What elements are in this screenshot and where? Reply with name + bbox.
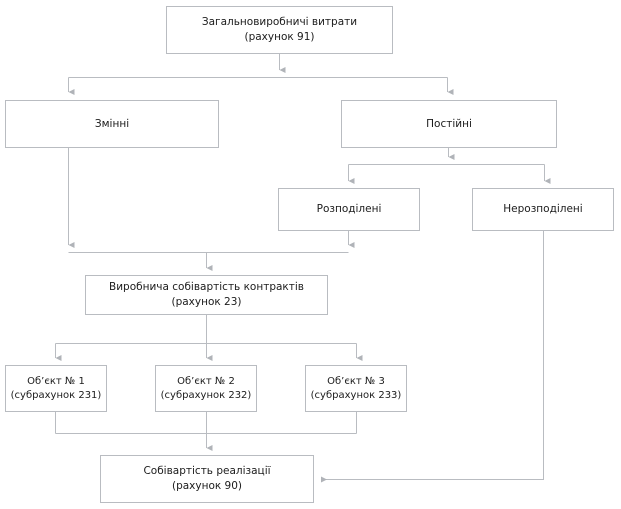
node-variable-costs[interactable]: Змінні (5, 100, 219, 148)
node-object-3-line2: (субрахунок 233) (310, 389, 402, 401)
edge-unallocated-to-cost (321, 231, 544, 483)
node-production-cost-line1: Виробнича собівартість контрактів (109, 281, 304, 293)
node-object-1-line1: Об’єкт № 1 (27, 375, 85, 387)
node-object-3-line1: Об’єкт № 3 (327, 375, 385, 387)
node-object-1[interactable]: Об’єкт № 1 (субрахунок 231) (5, 365, 107, 412)
node-overhead-costs[interactable]: Загальновиробничі витрати (рахунок 91) (166, 6, 393, 54)
node-production-cost-line2: (рахунок 23) (171, 296, 242, 308)
node-fixed-costs-line1: Постійні (426, 117, 472, 130)
node-cost-of-sales[interactable]: Собівартість реалізації (рахунок 90) (100, 455, 314, 503)
node-fixed-costs[interactable]: Постійні (341, 100, 557, 148)
node-overhead-costs-line2: (рахунок 91) (244, 31, 315, 43)
node-cost-of-sales-line2: (рахунок 90) (171, 480, 243, 492)
node-object-2[interactable]: Об’єкт № 2 (субрахунок 232) (155, 365, 257, 412)
node-object-2-line2: (субрахунок 232) (160, 389, 252, 401)
node-allocated-costs[interactable]: Розподілені (278, 188, 420, 231)
node-variable-costs-line1: Змінні (94, 117, 130, 130)
node-overhead-costs-line1: Загальновиробничі витрати (201, 16, 358, 28)
node-production-cost-of-contracts[interactable]: Виробнича собівартість контрактів (рахун… (85, 275, 328, 315)
node-unallocated-costs[interactable]: Нерозподілені (472, 188, 614, 231)
node-unallocated-costs-line1: Нерозподілені (503, 203, 583, 215)
node-object-1-line2: (субрахунок 231) (10, 389, 102, 401)
node-allocated-costs-line1: Розподілені (316, 203, 382, 215)
node-cost-of-sales-line1: Собівартість реалізації (143, 465, 271, 477)
node-object-2-line1: Об’єкт № 2 (177, 375, 235, 387)
node-object-3[interactable]: Об’єкт № 3 (субрахунок 233) (305, 365, 407, 412)
